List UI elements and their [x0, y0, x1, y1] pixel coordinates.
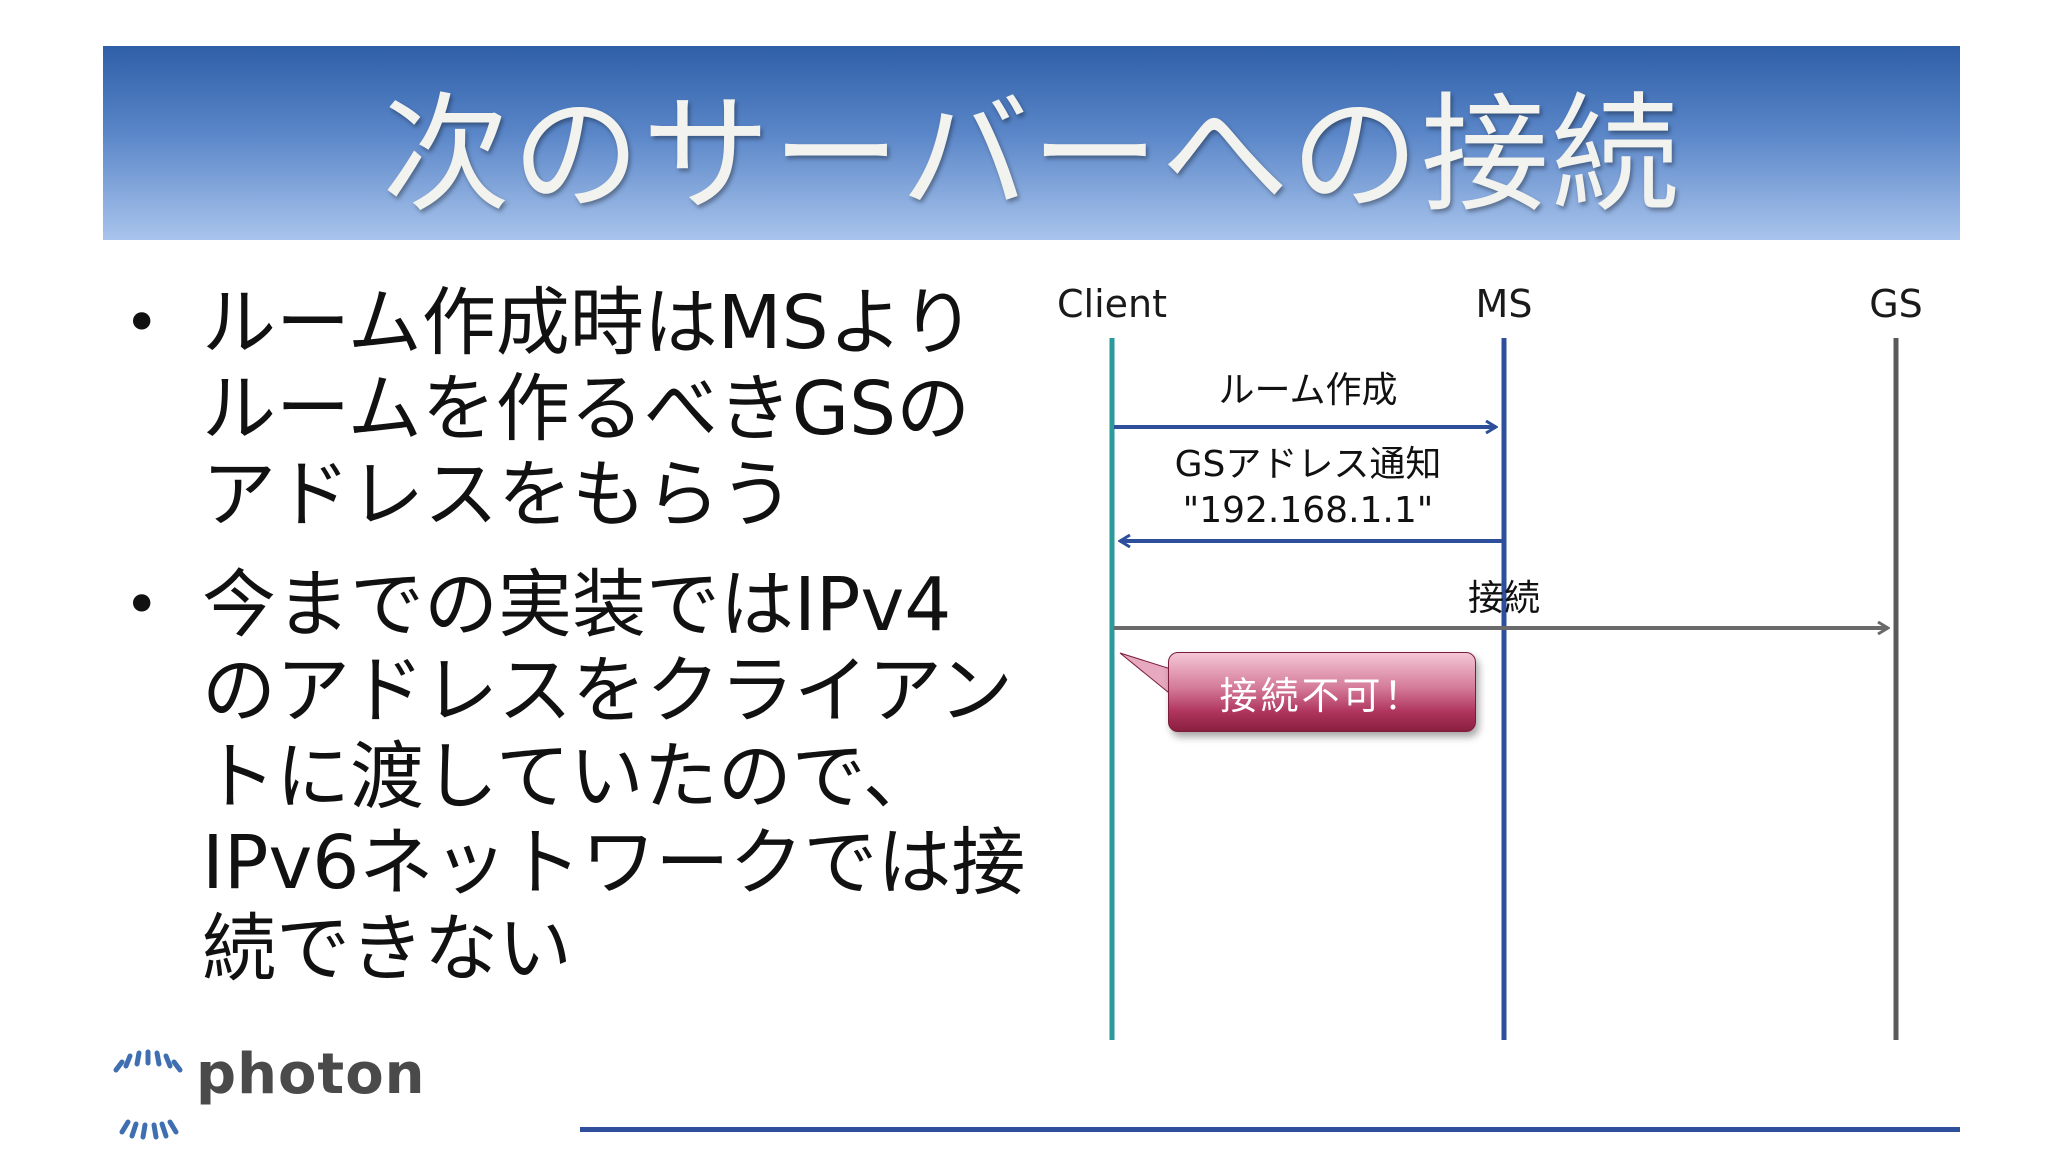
bullet-line: トに渡していたので、	[202, 734, 937, 820]
message-label-room-create: ルーム作成	[1218, 370, 1398, 411]
bullet-item: • 今までの実装ではIPv4 のアドレスをクライアン トに渡していたので、 IP…	[118, 562, 1026, 992]
slide-title: 次のサーバーへの接続	[382, 80, 1681, 230]
bullet-line: 今までの実装ではIPv4	[202, 562, 952, 648]
message-label-connect: 接続	[1467, 578, 1541, 619]
photon-sun-icon	[113, 1049, 183, 1140]
lane-label-ms: MS	[1475, 282, 1533, 326]
lane-label-gs: GS	[1869, 282, 1923, 326]
message-label-gs-address: GSアドレス通知	[1174, 444, 1442, 485]
bullet-line: 続できない	[202, 906, 572, 992]
bullet-dot-icon: •	[124, 288, 160, 358]
bullet-list: • ルーム作成時はMSより ルームを作るべきGSの アドレスをもらう • 今まで…	[118, 280, 1026, 1016]
bullet-line: IPv6ネットワークでは接	[202, 820, 1026, 906]
bullet-line: アドレスをもらう	[202, 452, 794, 538]
title-banner: 次のサーバーへの接続	[103, 46, 1960, 240]
bullet-line: ルームを作るべきGSの	[202, 366, 971, 452]
photon-logo: photon	[108, 1040, 425, 1140]
bottom-rule	[580, 1127, 1960, 1132]
bullet-line: ルーム作成時はMSより	[202, 280, 976, 366]
bullet-item: • ルーム作成時はMSより ルームを作るべきGSの アドレスをもらう	[118, 280, 1018, 538]
sequence-diagram: Client MS GS ルーム作成 GSアドレス通知 "192.168.1.1…	[1040, 270, 1980, 1050]
bullet-line: のアドレスをクライアン	[202, 648, 1014, 734]
logo-wordmark: photon	[196, 1042, 426, 1107]
sequence-diagram-canvas	[1109, 338, 1899, 1040]
bullet-dot-icon: •	[124, 570, 160, 640]
lane-label-client: Client	[1056, 282, 1168, 326]
connection-failed-callout: 接続不可！	[1168, 652, 1476, 732]
message-label-ip-address: "192.168.1.1"	[1182, 490, 1434, 531]
